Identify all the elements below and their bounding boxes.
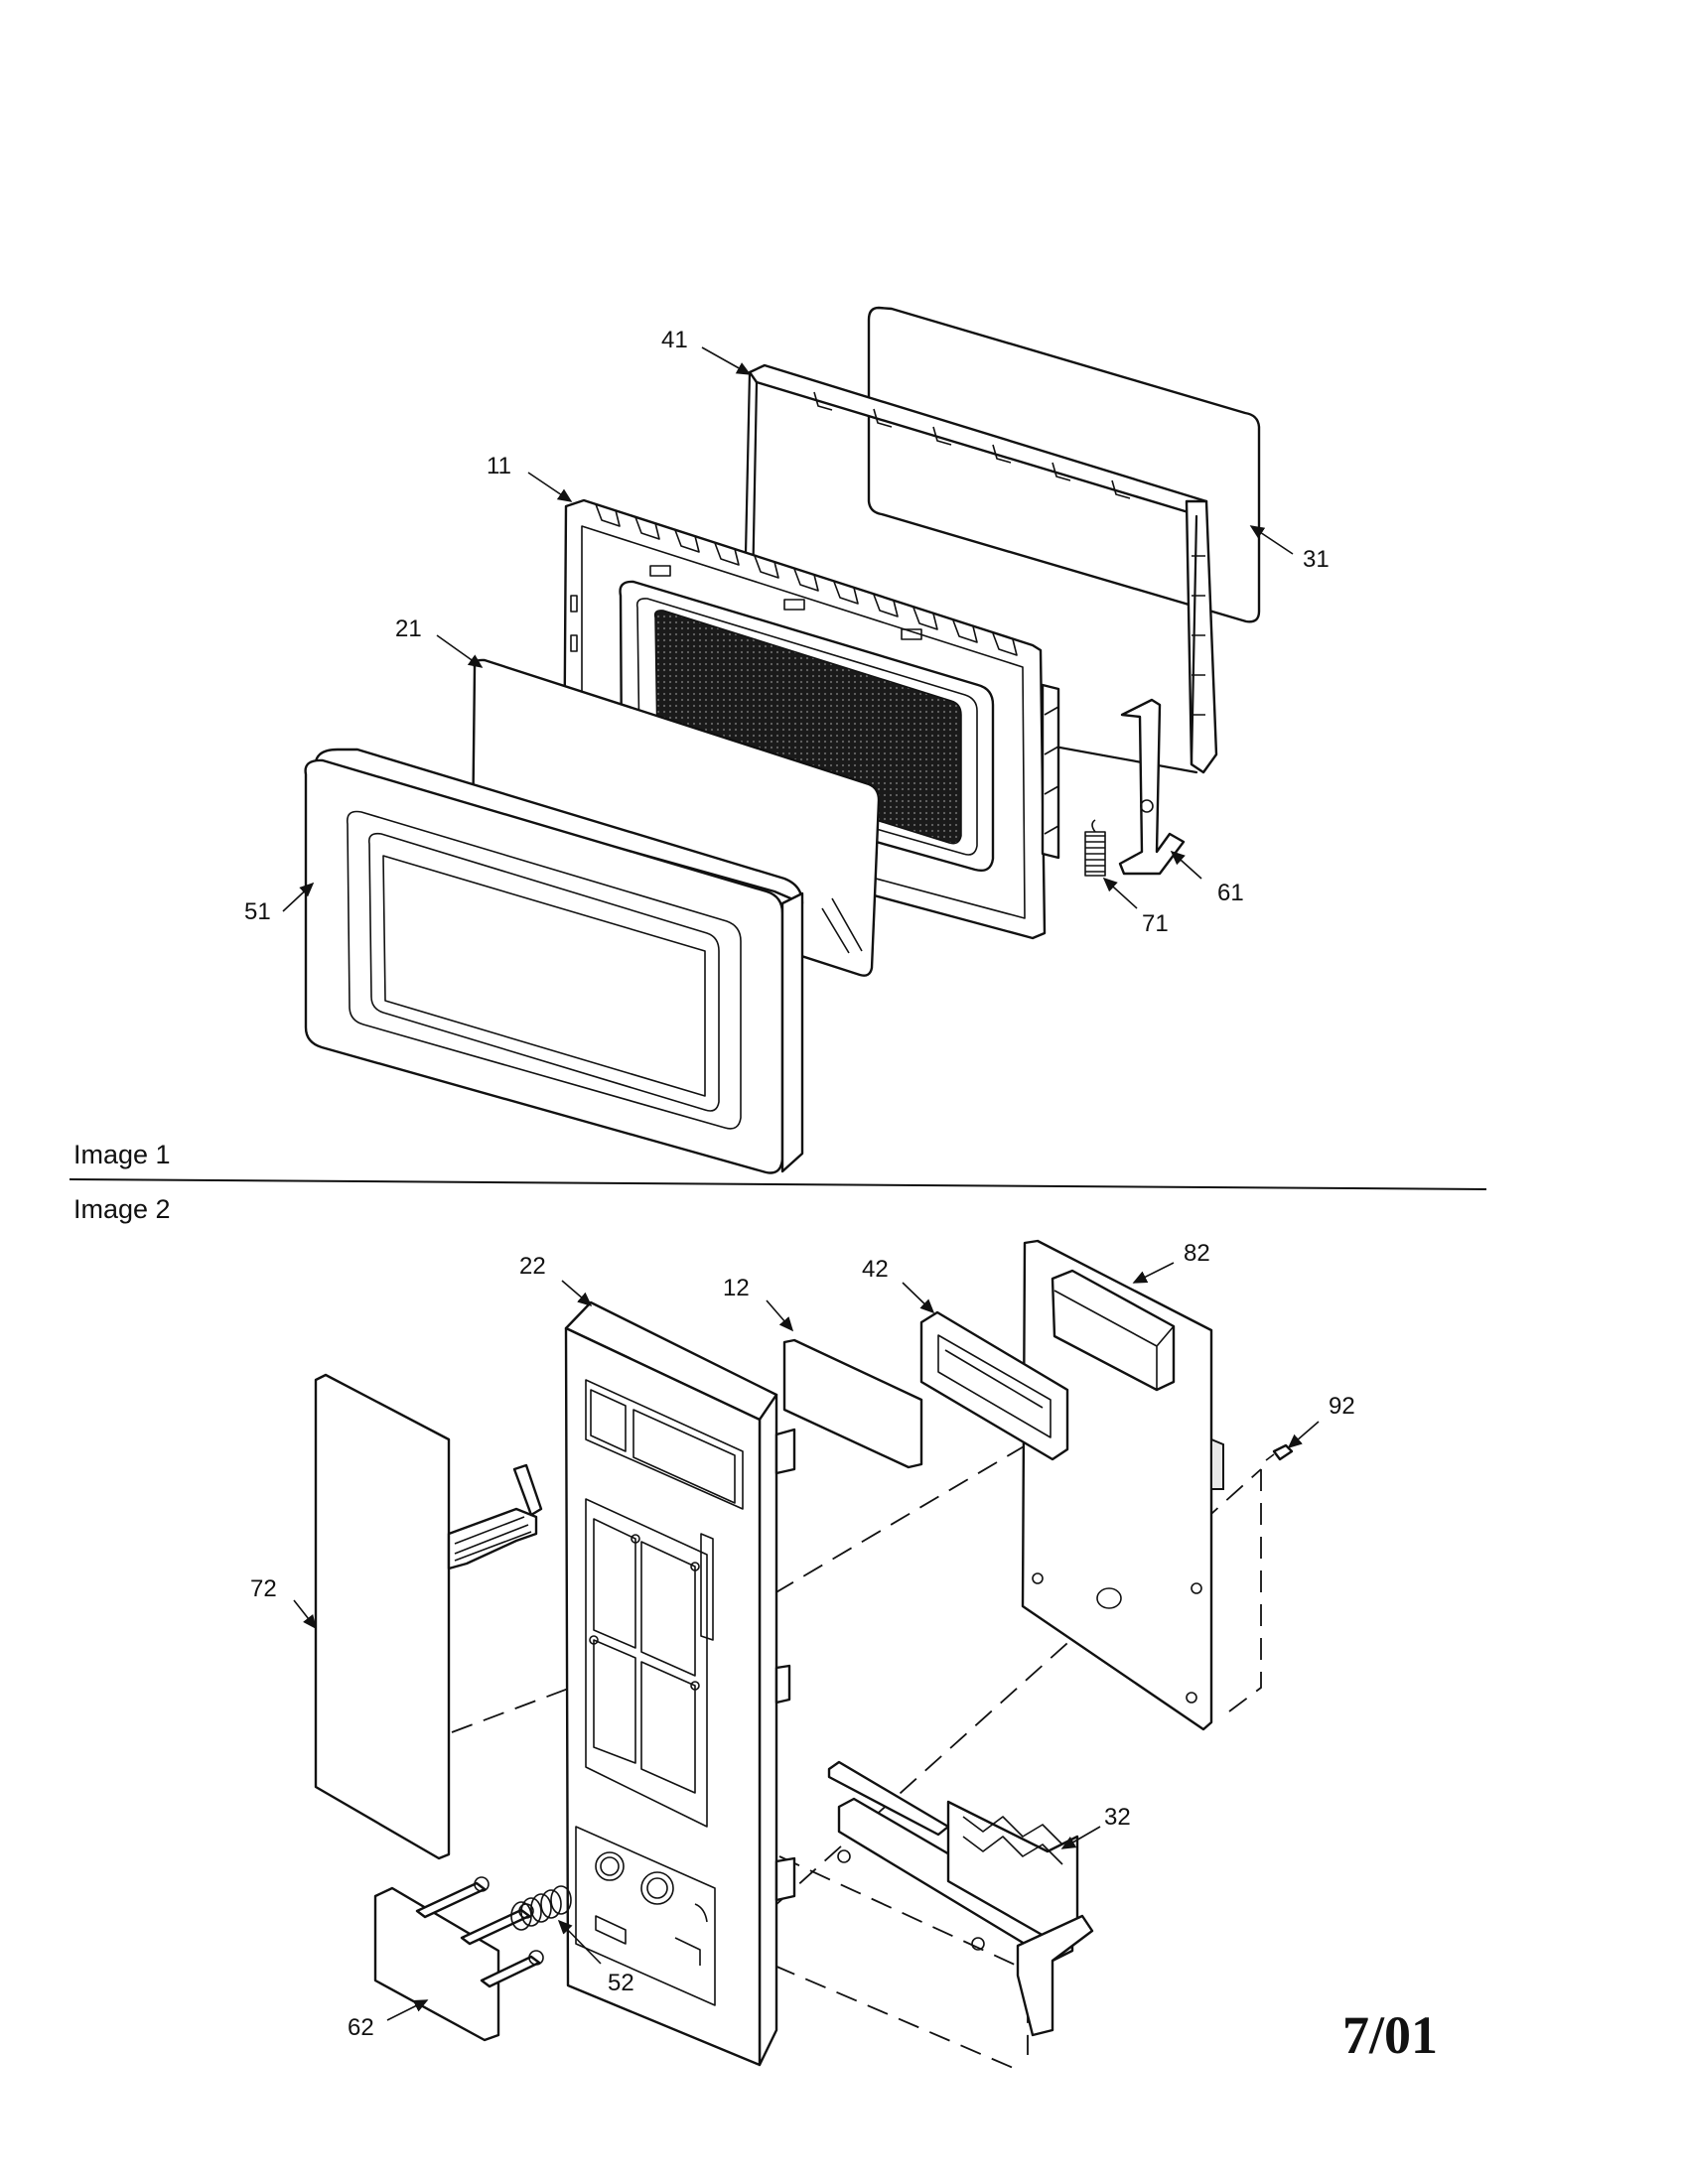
callout-41: 41 bbox=[661, 327, 688, 353]
callout-22: 22 bbox=[519, 1253, 546, 1280]
callout-21: 21 bbox=[395, 615, 422, 642]
callout-62: 62 bbox=[348, 2014, 374, 2041]
part-42-display-bezel bbox=[919, 1310, 1069, 1461]
part-32-release-lever bbox=[827, 1760, 1094, 2037]
callout-92: 92 bbox=[1329, 1393, 1355, 1420]
part-82-control-board bbox=[1021, 1239, 1224, 1731]
part-51-door-front bbox=[304, 748, 804, 1174]
part-41-choke-frame bbox=[741, 363, 1218, 774]
part-12-display-window bbox=[782, 1338, 923, 1469]
section-divider bbox=[69, 1178, 1487, 1190]
part-52-spring bbox=[510, 1885, 572, 1931]
callout-11: 11 bbox=[487, 453, 511, 479]
date-code: 7/01 bbox=[1342, 2005, 1438, 2065]
image2-caption: Image 2 bbox=[73, 1194, 171, 1224]
part-61-latch-hook bbox=[1118, 698, 1186, 876]
callout-32: 32 bbox=[1104, 1804, 1131, 1831]
callout-71: 71 bbox=[1142, 910, 1169, 937]
part-92-screw bbox=[1265, 1443, 1294, 1461]
callout-42: 42 bbox=[862, 1256, 889, 1283]
callout-61: 61 bbox=[1217, 880, 1244, 906]
part-71-spring bbox=[1084, 819, 1106, 877]
part-62-push-button bbox=[373, 1876, 544, 2042]
part-22-control-panel-housing bbox=[564, 1300, 796, 2067]
callout-72: 72 bbox=[250, 1575, 277, 1602]
callout-82: 82 bbox=[1184, 1240, 1210, 1267]
image1-caption: Image 1 bbox=[73, 1140, 171, 1169]
callout-12: 12 bbox=[723, 1275, 750, 1301]
part-72-membrane-keypad bbox=[314, 1373, 543, 1860]
image2-control-panel-assembly: 22 12 42 82 92 72 32 52 62 bbox=[250, 1239, 1355, 2071]
callout-52: 52 bbox=[608, 1970, 634, 1996]
callout-31: 31 bbox=[1303, 546, 1330, 573]
callout-51: 51 bbox=[244, 898, 271, 925]
image1-door-assembly: 41 11 21 31 51 61 71 bbox=[244, 306, 1330, 1174]
